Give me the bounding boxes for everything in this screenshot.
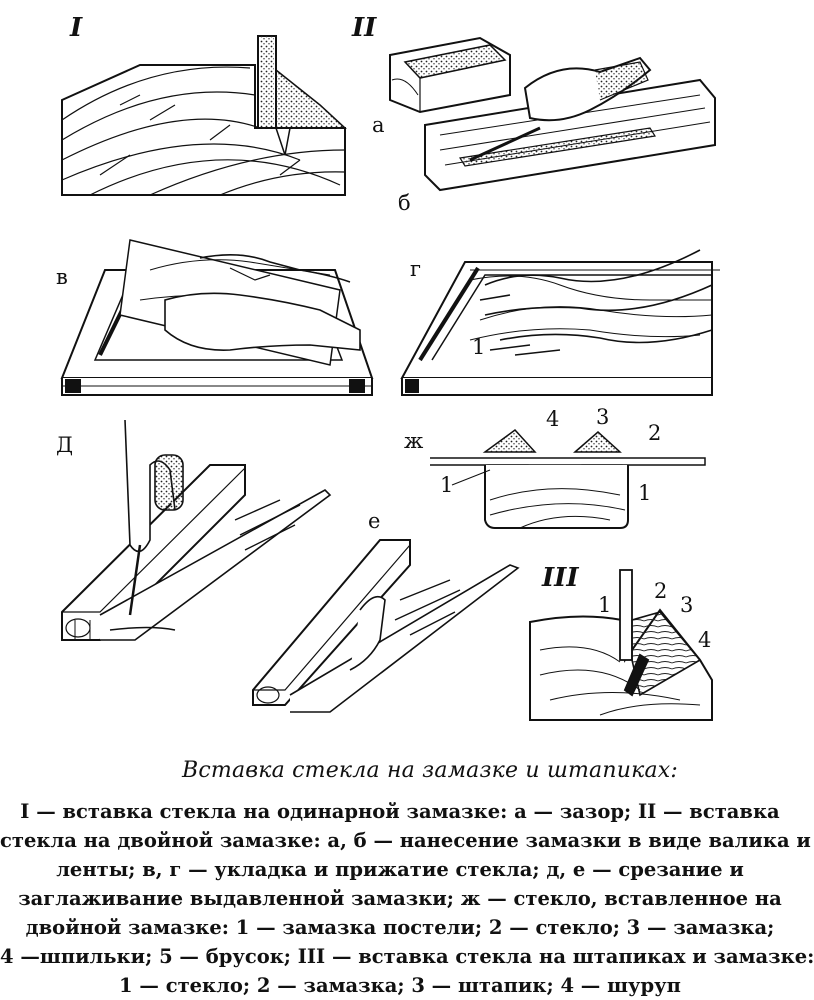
label-iii-3: 3 [680,593,693,617]
caption-line-2: стекла на двойной замазке: а, б — нанесе… [0,829,811,852]
label-v: в [56,265,68,289]
label-d: Д [56,433,73,457]
panel-i: I [61,13,347,196]
panel-iii: III 1 2 3 4 [529,563,713,721]
panel-e: е [252,509,520,713]
label-iii-2: 2 [654,579,667,603]
panel-g: г 1 [400,249,720,396]
label-zh-4: 4 [546,407,559,431]
label-i: I [69,13,83,43]
illustration: I II а б в [56,13,720,721]
label-zh-1b: 1 [638,481,651,505]
label-a: а [372,113,385,137]
caption: Вставка стекла на замазке и штапиках: I … [0,758,814,1000]
caption-title: Вставка стекла на замазке и штапиках: [182,758,678,783]
label-iii-1: 1 [598,593,611,617]
caption-line-1: I — вставка стекла на одинарной замазке:… [20,800,780,823]
caption-line-5: двойной замазке: 1 — замазка постели; 2 … [25,916,775,939]
caption-line-7: 1 — стекло; 2 — замазка; 3 — штапик; 4 —… [119,974,681,997]
label-e: е [368,509,380,533]
label-iii-4: 4 [698,628,711,652]
label-g: г [410,257,421,281]
caption-line-3: ленты; в, г — укладка и прижатие стекла;… [56,858,744,881]
panel-d: Д [56,419,332,641]
panel-v: в [56,239,374,396]
caption-line-4: заглаживание выдавленной замазки; ж — ст… [18,887,782,910]
label-iii: III [541,563,579,593]
label-g-1: 1 [472,335,485,359]
label-zh-1: 1 [440,473,453,497]
label-zh-3: 3 [596,405,609,429]
label-zh-2: 2 [648,421,661,445]
caption-line-6: 4 —шпильки; 5 — брусок; III — вставка ст… [0,945,814,968]
panel-ii: II а б [351,13,716,215]
panel-zh: ж 1 1 2 3 4 [404,405,706,529]
label-zh: ж [404,429,424,453]
label-ii: II [351,13,377,43]
label-b: б [398,191,411,215]
